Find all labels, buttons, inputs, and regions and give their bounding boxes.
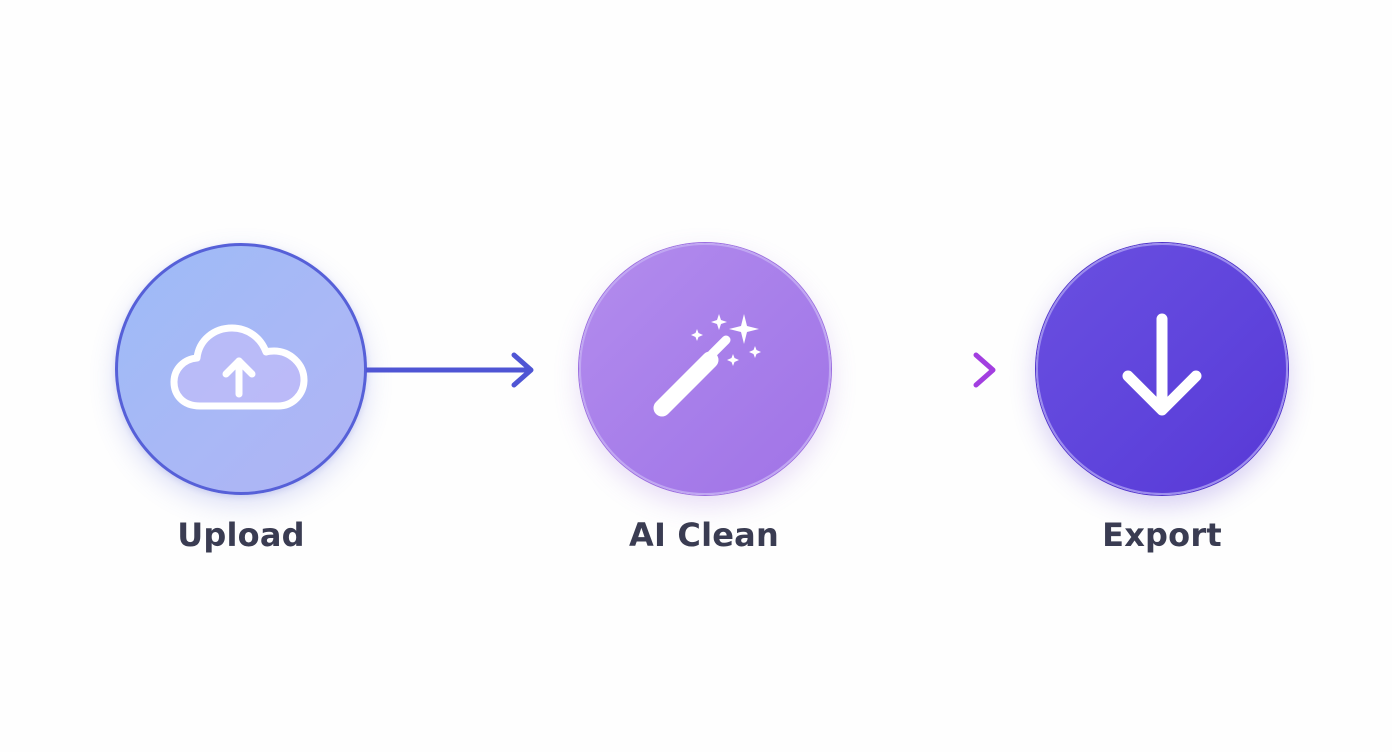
magic-wand-icon (635, 304, 775, 434)
step-ai-clean (579, 243, 831, 495)
step-export (1036, 243, 1288, 495)
step-label-upload: Upload (177, 516, 305, 554)
upload-circle (115, 243, 367, 495)
arrow-down-icon (1107, 309, 1217, 429)
step-label-ai-clean: AI Clean (629, 516, 779, 554)
connector-arrow (826, 350, 1001, 394)
export-circle (1036, 243, 1288, 495)
cloud-upload-icon (166, 314, 316, 424)
ai-clean-circle (579, 243, 831, 495)
step-label-export: Export (1102, 516, 1222, 554)
step-upload (115, 243, 367, 495)
connector-arrow (363, 350, 538, 394)
